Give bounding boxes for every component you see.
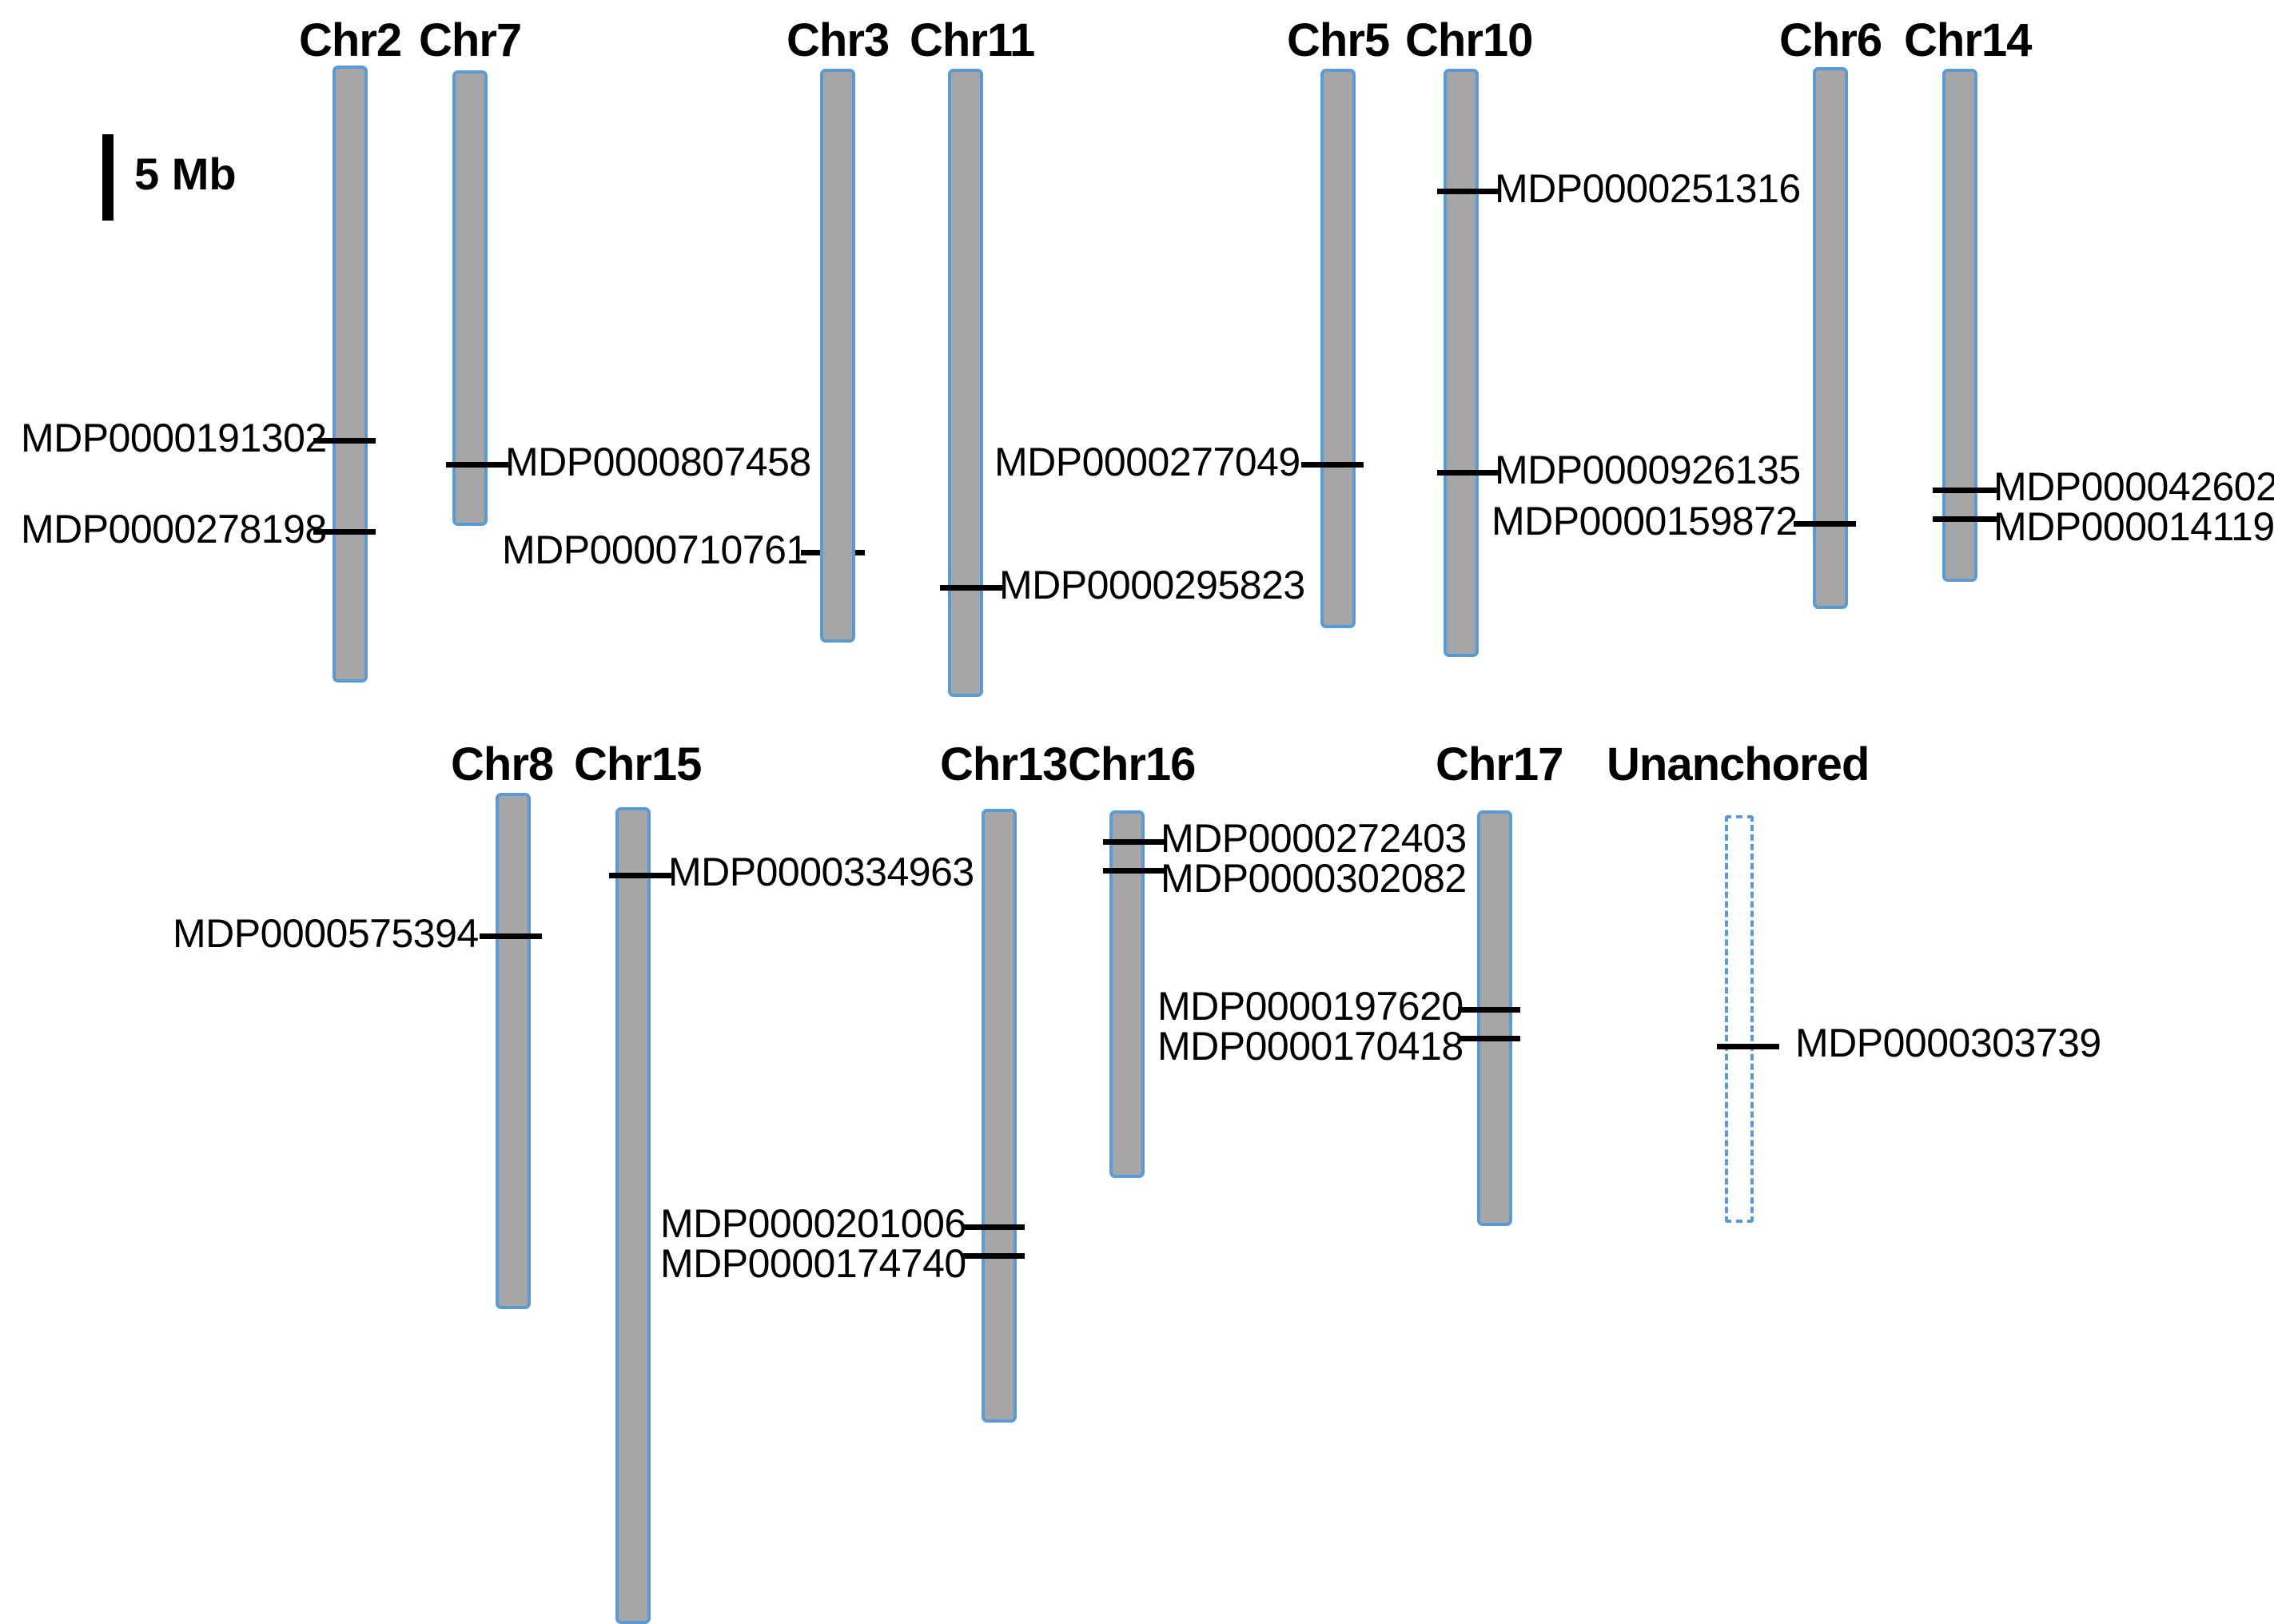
marker-tick-MDP0000272403[interactable] <box>1103 839 1165 845</box>
marker-label-MDP0000159872[interactable]: MDP0000159872 <box>1491 499 1798 543</box>
marker-tick-MDP0000170418[interactable] <box>1458 1036 1520 1041</box>
marker-tick-MDP0000197620[interactable] <box>1458 1007 1520 1013</box>
marker-tick-MDP0000141199[interactable] <box>1933 516 1997 522</box>
marker-label-MDP0000710761[interactable]: MDP0000710761 <box>502 527 808 572</box>
chromosome-bar-chr17[interactable] <box>1477 810 1512 1226</box>
marker-label-MDP0000926135[interactable]: MDP0000926135 <box>1495 448 1801 492</box>
marker-tick-MDP0000334963[interactable] <box>609 873 671 878</box>
marker-label-MDP0000334963[interactable]: MDP0000334963 <box>668 850 974 894</box>
marker-label-MDP0000295823[interactable]: MDP0000295823 <box>999 563 1305 607</box>
marker-label-MDP0000302082[interactable]: MDP0000302082 <box>1161 856 1467 901</box>
chromosome-bar-chr15[interactable] <box>615 807 651 1624</box>
chromosome-bar-chr10[interactable] <box>1444 69 1479 657</box>
chromosome-bar-chr11[interactable] <box>948 69 983 697</box>
chromosome-bar-chr13[interactable] <box>982 809 1017 1423</box>
marker-tick-MDP0000926135[interactable] <box>1437 470 1499 476</box>
chromosome-bar-chr6[interactable] <box>1813 67 1848 609</box>
marker-tick-MDP0000295823[interactable] <box>940 585 1002 591</box>
marker-tick-MDP0000302082[interactable] <box>1103 868 1165 874</box>
chromosome-title-chr11: Chr11 <box>910 14 1035 66</box>
chromosome-bar-chr8[interactable] <box>496 793 531 1309</box>
marker-label-MDP0000426029[interactable]: MDP0000426029 <box>1993 464 2274 509</box>
marker-label-MDP0000278198[interactable]: MDP0000278198 <box>21 507 327 551</box>
marker-label-MDP0000197620[interactable]: MDP0000197620 <box>1157 984 1464 1029</box>
marker-label-MDP0000170418[interactable]: MDP0000170418 <box>1157 1024 1464 1069</box>
marker-label-MDP0000277049[interactable]: MDP0000277049 <box>994 440 1300 484</box>
chromosome-title-chr17: Chr17 <box>1436 738 1563 790</box>
marker-tick-MDP0000174740[interactable] <box>962 1253 1025 1259</box>
chromosome-bar-chr7[interactable] <box>452 70 488 526</box>
chromosome-bar-unanchored[interactable] <box>1725 815 1754 1223</box>
chromosome-title-chr7: Chr7 <box>419 14 522 66</box>
chromosome-bar-chr5[interactable] <box>1320 69 1356 628</box>
marker-tick-MDP0000159872[interactable] <box>1794 521 1856 527</box>
marker-label-MDP0000191302[interactable]: MDP0000191302 <box>21 416 327 460</box>
chromosome-title-unanchored: Unanchored <box>1607 738 1870 790</box>
marker-tick-MDP0000303739[interactable] <box>1717 1044 1779 1049</box>
scale-bar-label: 5 Mb <box>134 149 237 199</box>
chromosome-bar-chr2[interactable] <box>333 66 368 683</box>
chromosome-title-chr13: Chr13 <box>940 738 1068 790</box>
marker-label-MDP0000201006[interactable]: MDP0000201006 <box>660 1201 966 1246</box>
chromosome-title-chr3: Chr3 <box>787 14 890 66</box>
marker-label-MDP0000303739[interactable]: MDP0000303739 <box>1795 1021 2101 1065</box>
marker-label-MDP0000272403[interactable]: MDP0000272403 <box>1161 816 1467 861</box>
marker-label-MDP0000575394[interactable]: MDP0000575394 <box>173 911 479 956</box>
chromosome-bar-chr14[interactable] <box>1942 69 1977 582</box>
chromosome-title-chr16: Chr16 <box>1068 738 1196 790</box>
marker-label-MDP0000807458[interactable]: MDP0000807458 <box>505 440 811 484</box>
chromosome-title-chr6: Chr6 <box>1779 14 1882 66</box>
marker-tick-MDP0000201006[interactable] <box>962 1224 1025 1230</box>
chromosome-title-chr10: Chr10 <box>1405 14 1533 66</box>
chromosome-title-chr2: Chr2 <box>299 14 402 66</box>
marker-tick-MDP0000278198[interactable] <box>313 529 376 535</box>
chromosome-title-chr8: Chr8 <box>451 738 554 790</box>
marker-tick-MDP0000426029[interactable] <box>1933 488 1997 493</box>
chromosome-title-chr15: Chr15 <box>574 738 702 790</box>
marker-tick-MDP0000277049[interactable] <box>1301 462 1364 468</box>
marker-tick-MDP0000191302[interactable] <box>313 438 376 444</box>
marker-label-MDP0000174740[interactable]: MDP0000174740 <box>660 1241 966 1286</box>
scale-bar-line <box>102 134 114 221</box>
chromosome-bar-chr3[interactable] <box>820 69 855 643</box>
marker-label-MDP0000251316[interactable]: MDP0000251316 <box>1495 166 1801 211</box>
marker-tick-MDP0000251316[interactable] <box>1437 189 1499 194</box>
chromosome-bar-chr16[interactable] <box>1109 810 1145 1178</box>
chromosome-title-chr5: Chr5 <box>1287 14 1390 66</box>
marker-tick-MDP0000807458[interactable] <box>446 462 508 468</box>
marker-label-MDP0000141199[interactable]: MDP0000141199 <box>1993 504 2274 549</box>
chromosome-title-chr14: Chr14 <box>1904 14 2032 66</box>
marker-tick-MDP0000575394[interactable] <box>480 933 542 939</box>
